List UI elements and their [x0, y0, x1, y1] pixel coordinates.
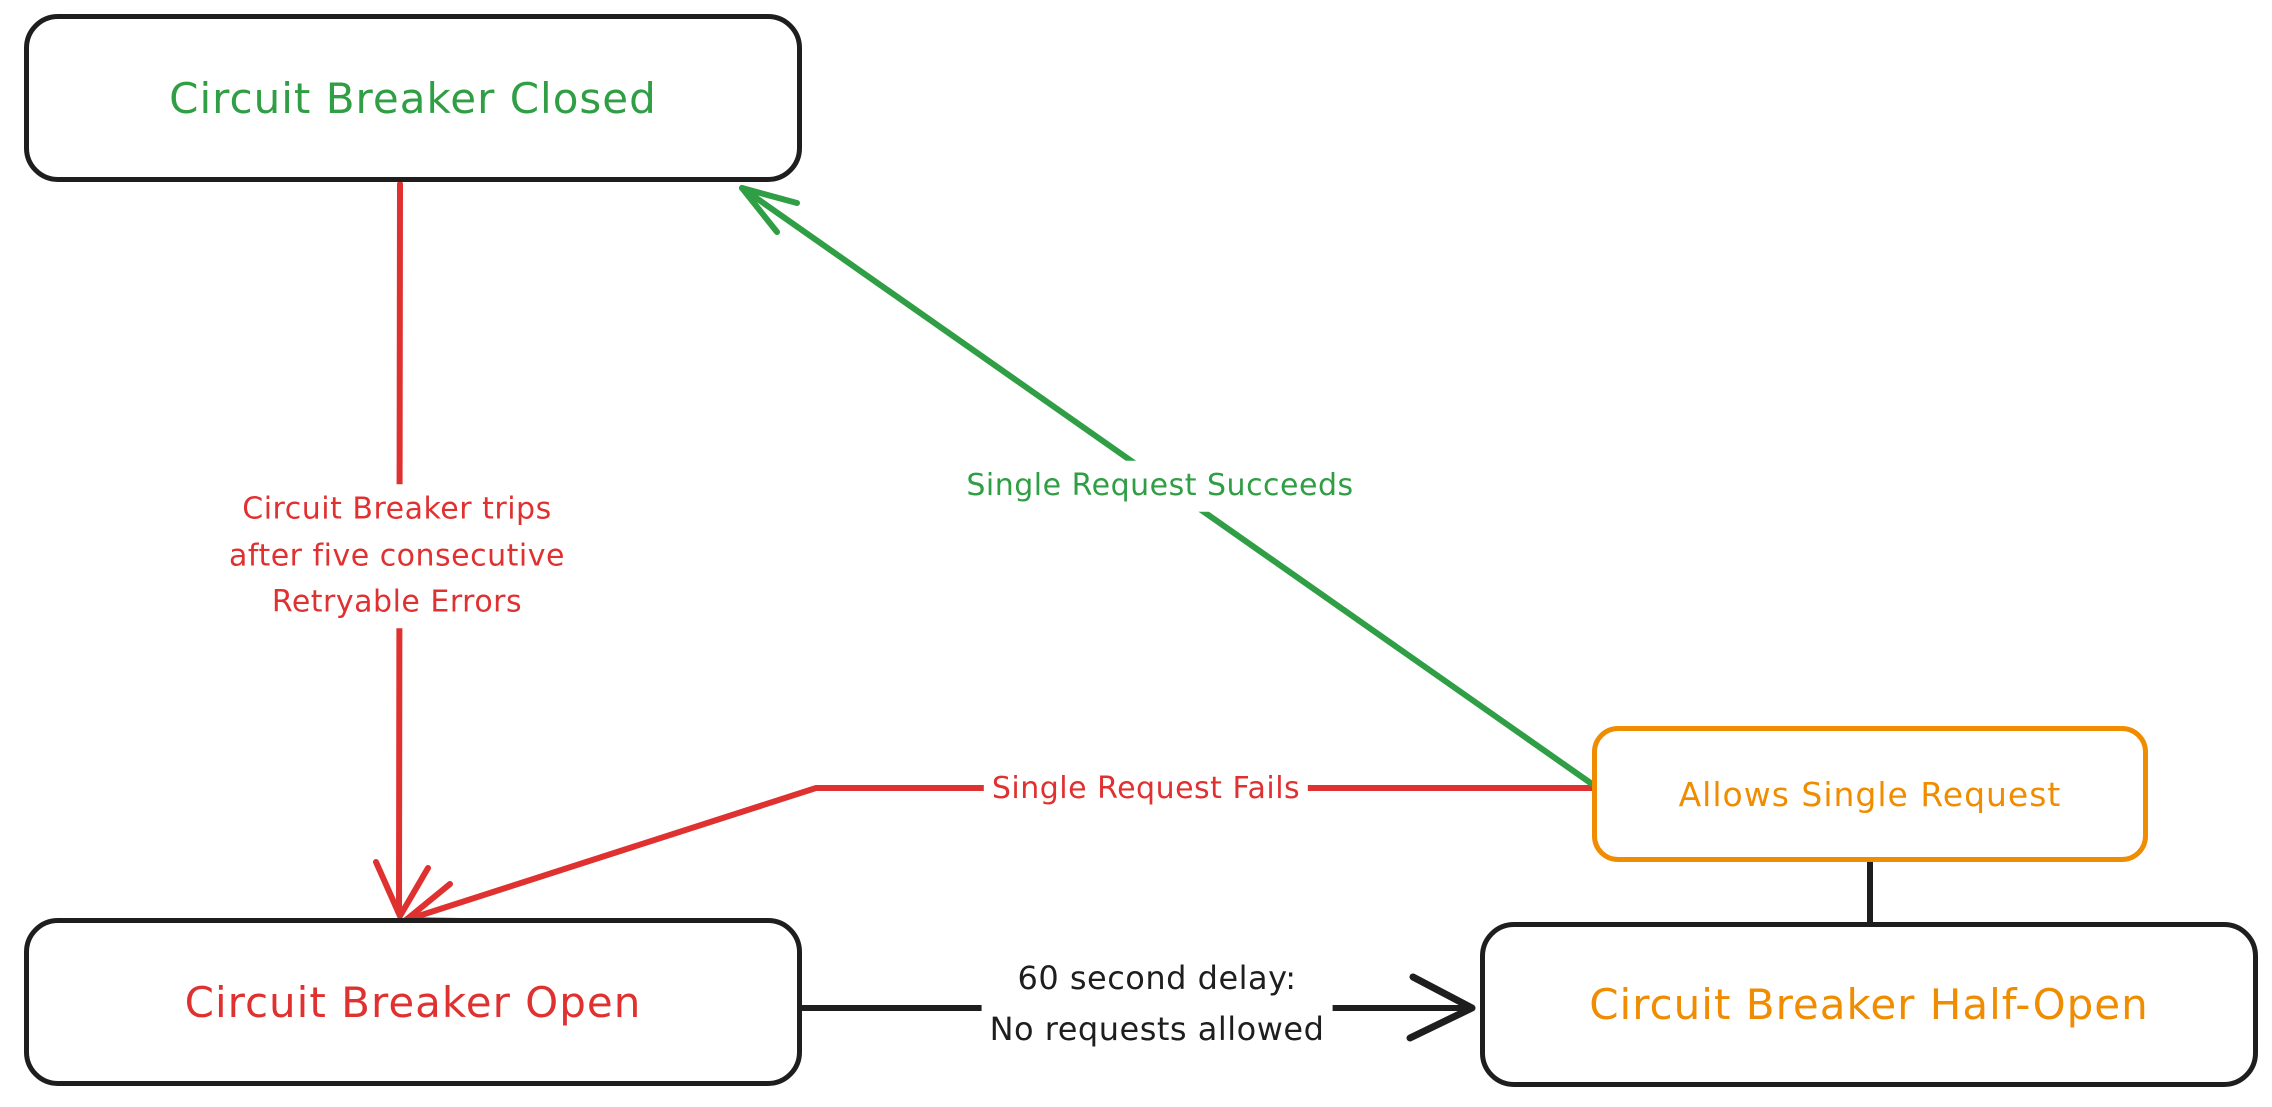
- fails-arrow-line: [403, 785, 1595, 923]
- delay-arrowhead-icon: [1406, 973, 1476, 1042]
- state-node-open: Circuit Breaker Open: [24, 918, 802, 1086]
- state-node-closed: Circuit Breaker Closed: [24, 14, 802, 182]
- state-label-half-open: Circuit Breaker Half-Open: [1589, 980, 2149, 1029]
- state-label-closed: Circuit Breaker Closed: [169, 73, 657, 123]
- state-node-half-open: Circuit Breaker Half-Open: [1480, 922, 2258, 1087]
- trip-arrowhead-icon: [373, 859, 431, 919]
- edge-label-trip-line-1: Circuit Breaker trips: [242, 491, 552, 527]
- edge-label-delay: 60 second delay: No requests allowed: [981, 950, 1333, 1058]
- edge-label-fails: Single Request Fails: [983, 763, 1309, 815]
- label-allows-single-request: Allows Single Request: [1678, 774, 2062, 814]
- edge-label-trip: Circuit Breaker trips after five consecu…: [221, 484, 573, 628]
- edge-label-trip-line-2: after five consecutive: [229, 537, 565, 573]
- node-allows-single-request: Allows Single Request: [1592, 726, 2148, 862]
- succeeds-arrowhead-icon: [739, 185, 800, 235]
- edge-label-delay-line-1: 60 second delay:: [1017, 958, 1297, 997]
- state-label-open: Circuit Breaker Open: [184, 977, 642, 1027]
- edge-label-delay-line-2: No requests allowed: [989, 1010, 1325, 1048]
- edge-label-trip-line-3: Retryable Errors: [271, 584, 523, 620]
- edge-label-succeeds: Single Request Succeeds: [958, 460, 1362, 512]
